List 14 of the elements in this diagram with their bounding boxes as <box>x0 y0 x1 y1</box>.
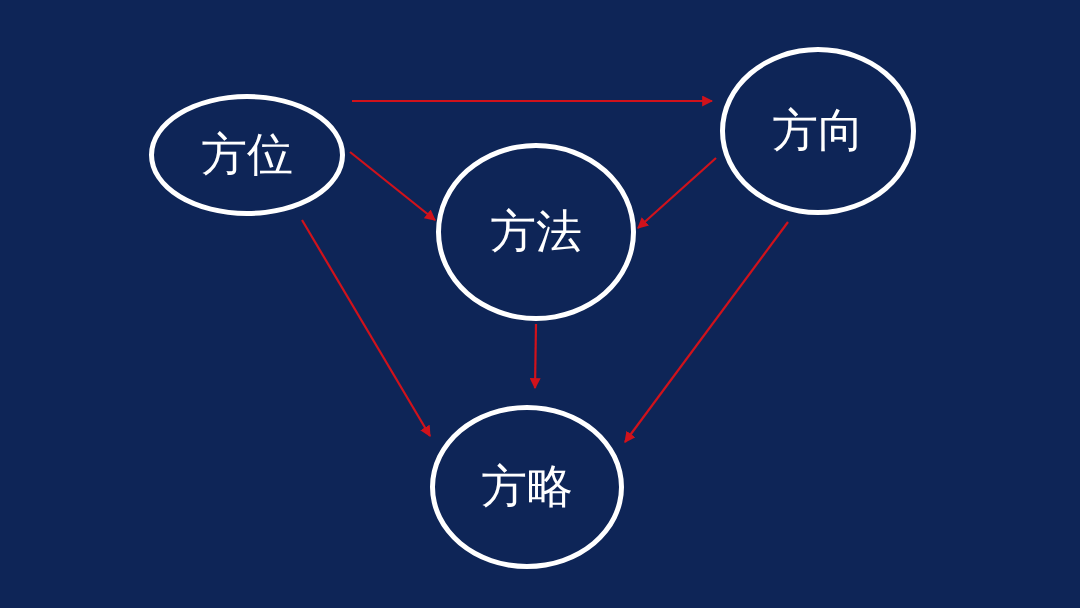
ellipse-node <box>720 47 916 215</box>
ellipse-node <box>436 143 636 321</box>
node-label: 方法 <box>490 203 582 260</box>
node-label: 方向 <box>772 102 864 159</box>
node-label: 方位 <box>201 126 293 183</box>
arrow <box>301 219 431 437</box>
arrow <box>637 157 717 229</box>
ellipse-node <box>430 405 624 569</box>
ellipse-node <box>149 94 345 216</box>
arrow <box>352 95 714 107</box>
arrow <box>349 151 436 221</box>
arrow <box>624 221 789 443</box>
arrow <box>529 324 541 390</box>
node-label: 方略 <box>481 458 573 515</box>
